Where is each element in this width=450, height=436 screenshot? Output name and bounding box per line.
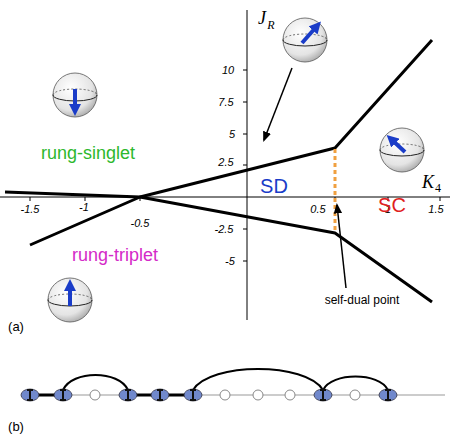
phase-label: SD: [260, 176, 288, 196]
phase-label: rung-triplet: [72, 246, 158, 264]
tick-label: 2.5: [218, 157, 233, 168]
tick-label: 1.5: [428, 204, 443, 215]
panel-label: (b): [8, 420, 24, 433]
phase-label: SC: [378, 195, 406, 215]
spin-sphere: [283, 18, 327, 62]
tick-label: 5: [229, 129, 235, 140]
phase-label: rung-singlet: [41, 144, 135, 162]
tick-label: -5: [225, 256, 235, 267]
spin-sphere: [53, 73, 97, 117]
axis-subscript: R: [267, 19, 274, 31]
tick-label: -0.5: [131, 218, 150, 229]
tick-label: 10: [222, 65, 234, 76]
tick-label: -1.5: [21, 204, 40, 215]
annotation: self-dual point: [325, 294, 400, 306]
spin-sphere: [380, 128, 424, 172]
pointer-arrow: [264, 68, 292, 140]
spin-sphere: [48, 278, 92, 322]
self-dual-line: [334, 149, 337, 232]
pointer-arrow: [337, 205, 346, 288]
axis-label: J: [258, 9, 266, 27]
axis-label: K: [422, 173, 434, 191]
axis-subscript: 4: [435, 182, 441, 194]
tick-label: 0.5: [310, 204, 325, 215]
axes: [0, 10, 450, 320]
tick-label: -2.5: [215, 224, 234, 235]
tick-label: 7.5: [218, 97, 233, 108]
phase-boundary: [5, 40, 432, 302]
tick-label: -1: [79, 202, 89, 213]
chain: [21, 369, 445, 401]
panel-label: (a): [8, 320, 24, 333]
